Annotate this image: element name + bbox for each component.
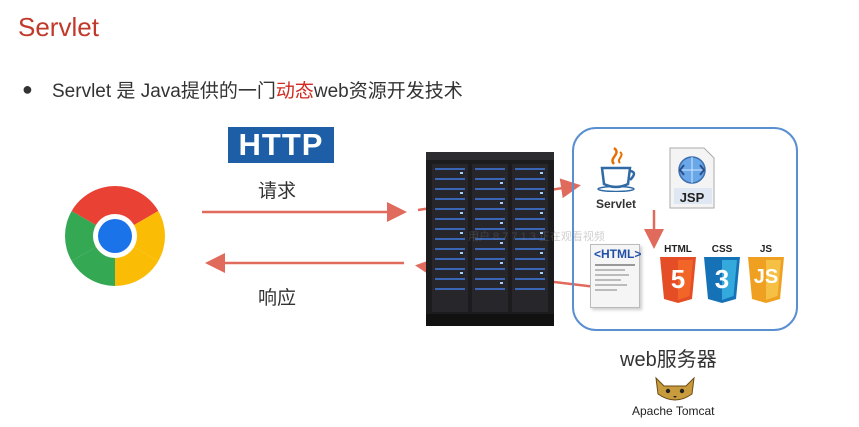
request-label: 请求 <box>258 181 297 202</box>
css3-label: CSS <box>711 244 733 255</box>
html5-badge: HTML 5 <box>658 244 698 310</box>
jsp-label: JSP <box>679 190 705 205</box>
watermark-text: 用户 8 7 7 1 3 正在观看视频 <box>468 231 605 243</box>
css3-shield-icon <box>704 257 740 303</box>
bullet-text: Servlet 是 Java提供的一门动态web资源开发技术 <box>52 76 463 103</box>
jsp-icon: JSP <box>666 146 718 210</box>
doc-line <box>595 269 625 271</box>
tomcat-logo-icon <box>655 376 695 401</box>
servlet-label: Servlet <box>595 197 637 211</box>
js-badge: JS JS <box>746 244 786 310</box>
html-doc-label: <HTML> <box>594 247 642 261</box>
html5-label: HTML <box>664 244 692 255</box>
server-rack-icon <box>426 152 554 326</box>
html-document-icon: <HTML> <box>590 244 642 308</box>
tomcat-label: Apache Tomcat <box>632 404 715 418</box>
doc-line <box>595 279 621 281</box>
doc-line <box>595 284 627 286</box>
response-label: 响应 <box>258 288 297 309</box>
doc-line <box>595 289 617 291</box>
bullet-text-after: web资源开发技术 <box>313 81 463 102</box>
web-server-caption: web服务器 <box>620 349 717 371</box>
java-cup-icon <box>597 147 636 193</box>
jsp-document-icon <box>669 147 715 209</box>
chrome-browser-icon <box>65 186 165 286</box>
web-server-box <box>572 127 798 331</box>
js-label: JS <box>759 244 773 255</box>
doc-line <box>595 274 629 276</box>
html5-shield-icon <box>660 257 696 303</box>
slide-title: Servlet <box>18 12 99 42</box>
servlet-icon: Servlet <box>592 146 640 212</box>
bullet-text-highlight: 动态 <box>275 81 314 102</box>
js-shield-icon <box>748 257 784 303</box>
bullet-dot: ● <box>22 79 33 99</box>
css3-badge: CSS 3 <box>702 244 742 310</box>
html5-number: 5 <box>670 264 686 294</box>
bullet-text-before: Servlet 是 Java提供的一门 <box>52 81 276 102</box>
doc-line <box>595 264 635 266</box>
http-logo: HTTP <box>228 127 334 163</box>
js-number: JS <box>753 266 779 288</box>
css3-number: 3 <box>714 264 730 294</box>
